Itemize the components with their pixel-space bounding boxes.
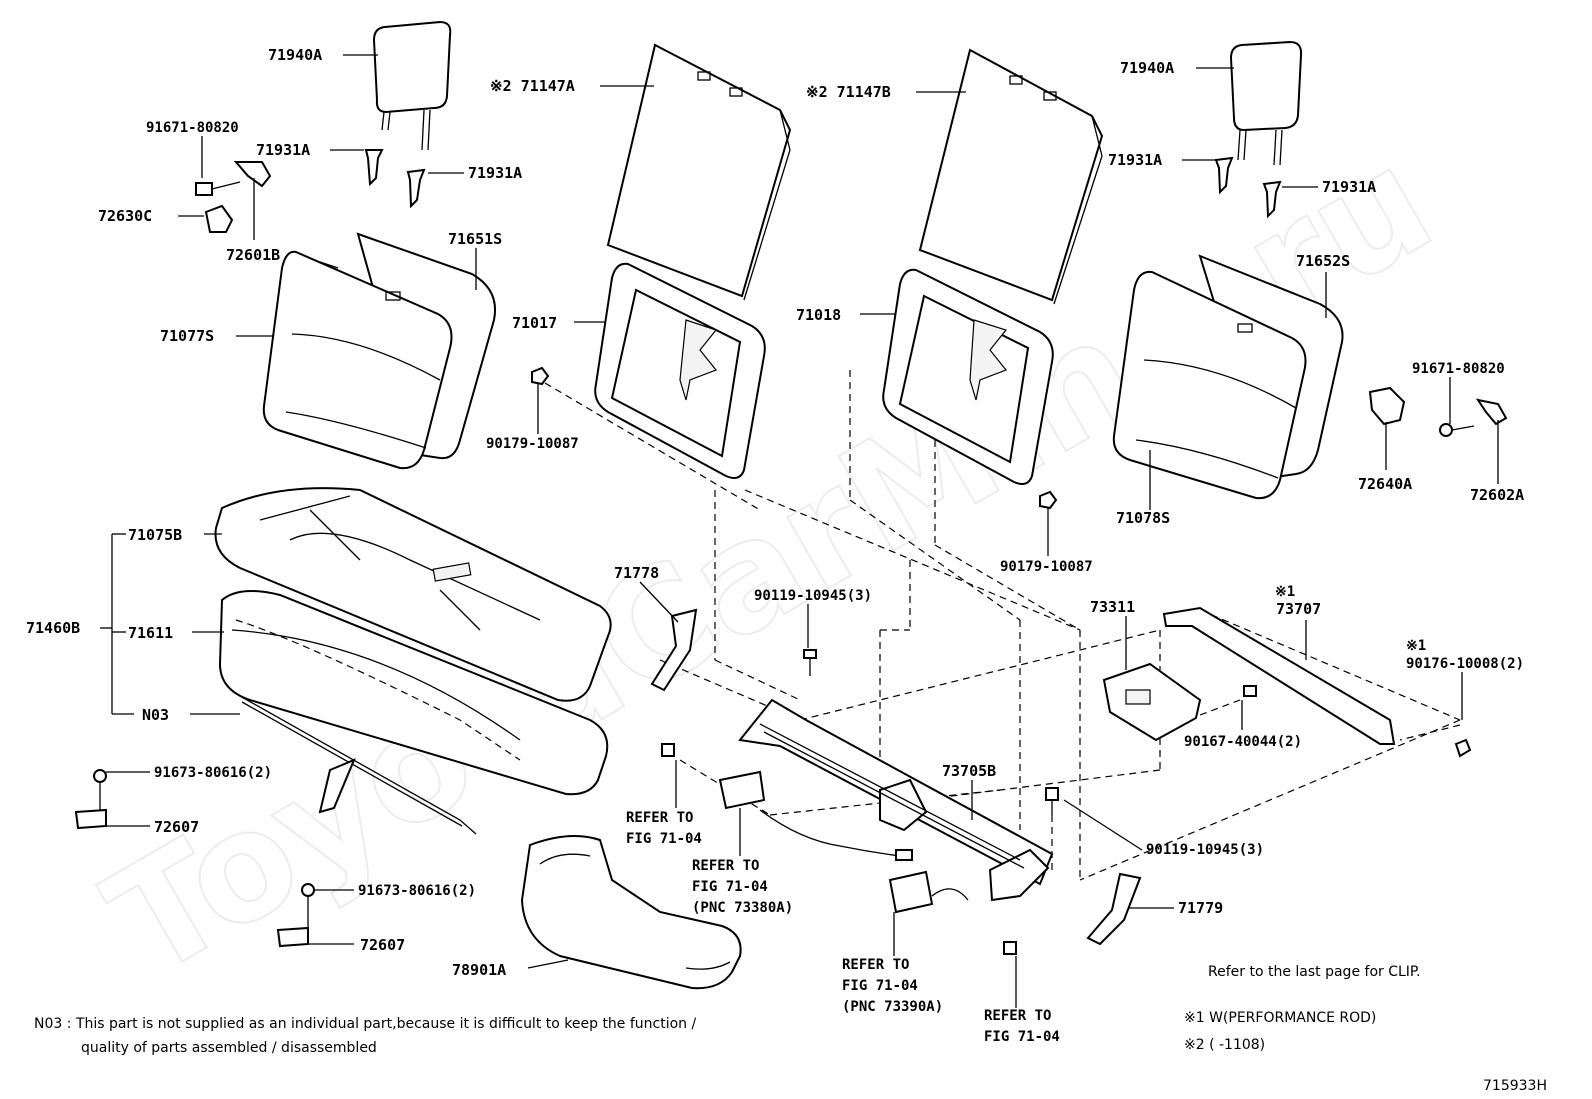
label-90167-40044: 90167-40044(2) <box>1184 734 1302 750</box>
label-90176-mark: ※1 <box>1406 638 1426 654</box>
label-refer-2b: FIG 71-04 <box>692 879 768 895</box>
tray-78901a <box>520 835 742 990</box>
label-71652s: 71652S <box>1296 252 1350 270</box>
lever-71778 <box>650 608 698 692</box>
label-72630c: 72630C <box>98 207 152 225</box>
label-refer-4b: FIG 71-04 <box>984 1029 1060 1045</box>
bracket-72607-a <box>74 769 107 830</box>
notes: Refer to the last page for CLIP. N03 : T… <box>34 964 1547 1094</box>
label-72601b: 72601B <box>226 246 280 264</box>
label-73707-mark: ※1 <box>1275 584 1295 600</box>
label-71018: 71018 <box>796 306 841 324</box>
label-72607-b: 72607 <box>360 936 405 954</box>
small-parts-left <box>195 161 272 233</box>
small-parts-right <box>1368 386 1508 437</box>
seatback-frame-left <box>594 262 766 479</box>
label-78901a: 78901A <box>452 961 506 979</box>
belt-buckle-73380a <box>718 770 913 861</box>
back-board-right <box>918 48 1104 305</box>
footnote-2: ※2 ( -1108) <box>1184 1037 1265 1053</box>
hinge-assembly <box>738 698 1054 902</box>
headrest-guide-icons <box>364 149 1282 219</box>
label-71931a-left-1: 71931A <box>256 141 310 159</box>
label-71931a-right-1: 71931A <box>1108 151 1162 169</box>
label-91671-80820-left: 91671-80820 <box>146 120 239 136</box>
label-71779: 71779 <box>1178 899 1223 917</box>
note-n03-line2: quality of parts assembled / disassemble… <box>81 1040 377 1056</box>
seat-cushion <box>214 487 612 796</box>
note-clip-reference: Refer to the last page for CLIP. <box>1208 964 1421 980</box>
rod-73707 <box>1162 606 1396 745</box>
label-71077s: 71077S <box>160 327 214 345</box>
belt-buckle-73390a <box>888 870 969 914</box>
label-73311: 73311 <box>1090 598 1135 616</box>
label-90179-10087-right: 90179-10087 <box>1000 559 1093 575</box>
part-labels: 71940A ※2 71147A ※2 71147B 71940A 91671-… <box>26 46 1524 1045</box>
seatback-frame-right <box>882 268 1054 485</box>
seatback-left <box>262 232 496 470</box>
label-refer-2a: REFER TO <box>692 858 759 874</box>
label-71931a-right-2: 71931A <box>1322 178 1376 196</box>
seatback-right <box>1112 254 1344 500</box>
note-n03-line1: N03 : This part is not supplied as an in… <box>34 1016 697 1032</box>
label-91673-80616-b: 91673-80616(2) <box>358 883 476 899</box>
label-71931a-left-2: 71931A <box>468 164 522 182</box>
label-71147a: ※2 71147A <box>490 77 575 95</box>
footnote-1: ※1 W(PERFORMANCE ROD) <box>1184 1010 1376 1026</box>
label-refer-4a: REFER TO <box>984 1008 1051 1024</box>
label-71017: 71017 <box>512 314 557 332</box>
label-refer-3b: FIG 71-04 <box>842 978 918 994</box>
label-71075b: 71075B <box>128 526 182 544</box>
label-71940a-right: 71940A <box>1120 59 1174 77</box>
label-90179-10087-left: 90179-10087 <box>486 436 579 452</box>
label-90176-10008: 90176-10008(2) <box>1406 656 1524 672</box>
headrest-right <box>1229 40 1303 166</box>
headrest-left <box>372 20 452 151</box>
figure-number: 715933H <box>1483 1078 1547 1094</box>
label-71778: 71778 <box>614 564 659 582</box>
label-refer-3c: (PNC 73390A) <box>842 999 943 1015</box>
label-91671-80820-right: 91671-80820 <box>1412 361 1505 377</box>
label-71940a-left: 71940A <box>268 46 322 64</box>
label-n03: N03 <box>142 706 169 724</box>
label-71078s: 71078S <box>1116 509 1170 527</box>
label-71611: 71611 <box>128 624 173 642</box>
frame-nut-icons <box>531 366 1058 510</box>
label-refer-1a: REFER TO <box>626 810 693 826</box>
bolt-icons <box>661 649 1472 955</box>
label-90119-10945-a: 90119-10945(3) <box>754 588 872 604</box>
back-board-left <box>606 43 792 301</box>
label-refer-1b: FIG 71-04 <box>626 831 702 847</box>
label-71651s: 71651S <box>448 230 502 248</box>
label-91673-80616-a: 91673-80616(2) <box>154 765 272 781</box>
label-71147b: ※2 71147B <box>806 83 891 101</box>
label-72640a: 72640A <box>1358 475 1412 493</box>
label-90119-10945-b: 90119-10945(3) <box>1146 842 1264 858</box>
label-72607-a: 72607 <box>154 818 199 836</box>
label-71460b: 71460B <box>26 619 80 637</box>
leader-lines <box>100 54 1499 1008</box>
label-refer-3a: REFER TO <box>842 957 909 973</box>
lever-71779 <box>1086 872 1142 946</box>
label-refer-2c: (PNC 73380A) <box>692 900 793 916</box>
label-72602a: 72602A <box>1470 486 1524 504</box>
n03-rod <box>239 695 477 835</box>
label-73705b: 73705B <box>942 762 996 780</box>
bracket-73311 <box>1102 662 1202 742</box>
label-73707: 73707 <box>1276 600 1321 618</box>
